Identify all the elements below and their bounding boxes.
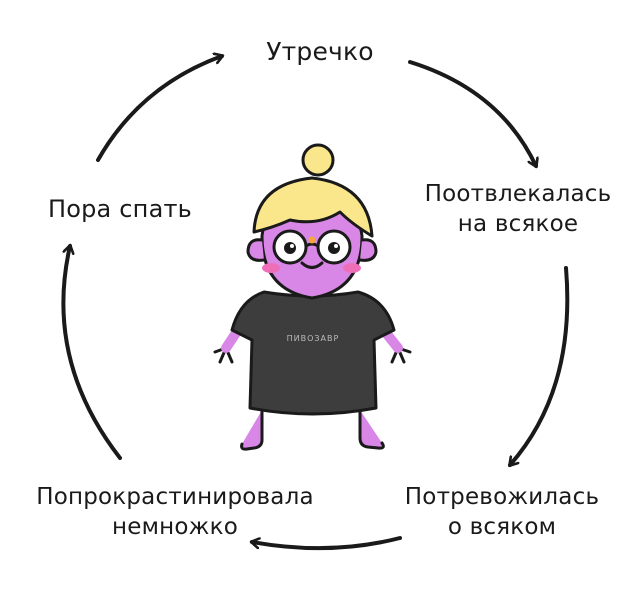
- left-blush: [262, 263, 280, 273]
- shirt-print: ПИВОЗАВР: [287, 334, 340, 343]
- step-procrastinated-line1: Попрокрастинировала: [36, 484, 314, 510]
- step-bedtime: Пора спать: [20, 193, 220, 225]
- arrow-top-to-right: [408, 60, 536, 166]
- step-distracted-line1: Поотвлекалась: [424, 181, 612, 207]
- arrow-bottom-right-to-bottom-left: [252, 536, 402, 551]
- step-bedtime-text: Пора спать: [47, 195, 193, 223]
- step-distracted-line2: на всякое: [457, 211, 579, 237]
- hair: [252, 176, 374, 238]
- arrow-left-to-top: [96, 56, 222, 162]
- step-procrastinated: Попрокрастинировала немножко: [10, 482, 340, 542]
- step-morning: Утречко: [200, 36, 440, 68]
- arrow-right-to-bottom-right: [508, 266, 570, 465]
- right-blush: [343, 263, 361, 273]
- right-leg: [358, 408, 385, 450]
- step-morning-text: Утречко: [266, 37, 374, 66]
- nose: [308, 236, 316, 244]
- left-leg: [240, 408, 264, 451]
- step-worried-line1: Потревожилась: [404, 484, 600, 510]
- dress: [230, 290, 396, 416]
- mouth: [300, 261, 324, 269]
- hair-bun: [301, 143, 335, 177]
- arrow-bottom-left-to-left: [61, 246, 122, 460]
- step-procrastinated-line2: немножко: [112, 514, 238, 540]
- step-worried: Потревожилась о всяком: [372, 482, 632, 542]
- step-worried-line2: о всяком: [447, 514, 557, 540]
- step-distracted: Поотвлекалась на всякое: [400, 179, 636, 239]
